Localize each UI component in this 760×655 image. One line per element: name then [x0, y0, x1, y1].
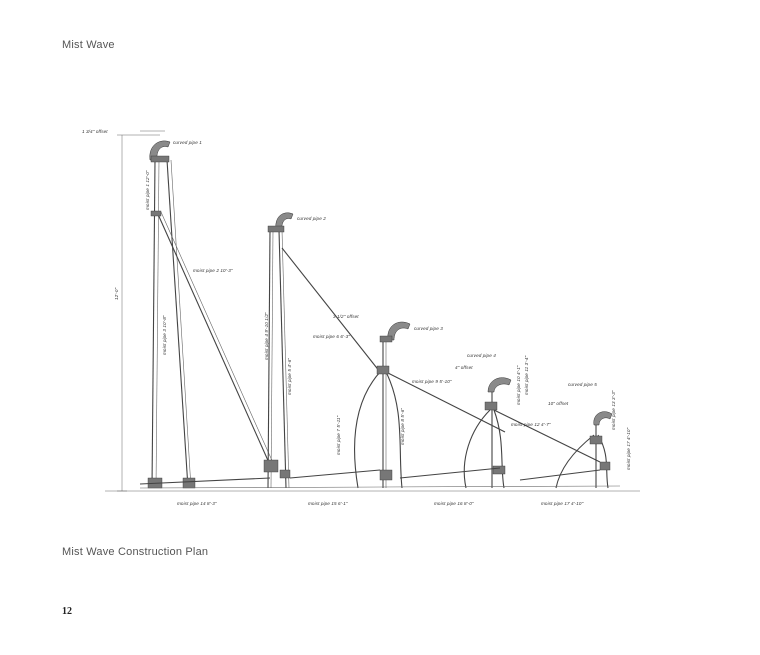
pipe-16-label: moist pipe 16 8'-0"	[434, 501, 474, 506]
curved-pipe-3-nozzle	[387, 321, 411, 341]
height-label: 12'-0"	[114, 287, 119, 300]
curved-pipe-1-label: curved pipe 1	[173, 140, 202, 145]
pipe-7-label: moist pipe 7 5'-11"	[336, 415, 341, 455]
tower-5	[555, 411, 613, 489]
page-header: Mist Wave	[62, 39, 115, 51]
base-pipes	[139, 467, 621, 489]
curved-pipe-4-nozzle	[487, 377, 512, 393]
pipe-11-label: moist pipe 11 3'-4"	[524, 355, 529, 395]
curved-pipe-1-nozzle	[149, 140, 171, 161]
pipe-6-label: moist pipe 6 6'-3"	[313, 334, 350, 339]
pipe-1-label: moist pipe 1 12'-0"	[145, 170, 150, 210]
tower-2	[263, 212, 381, 489]
offset-3-label: 3 1/2" offset	[333, 314, 359, 319]
tower-3	[353, 321, 506, 489]
pipe-4-label: moist pipe 4 9'-10 1/2"	[264, 312, 269, 360]
pipe-15-label: moist pipe 15 6'-1"	[308, 501, 348, 506]
pipe-8-label: moist pipe 8 5'-6"	[400, 408, 405, 445]
offset-top-label: 1 3/4" offset	[82, 129, 108, 134]
pipe-9-label: moist pipe 9 5'-10"	[412, 379, 452, 384]
pipe-12-label: moist pipe 12 4'-7"	[511, 422, 551, 427]
tower-4	[463, 377, 601, 489]
tower-1	[147, 140, 275, 489]
pipe-10-label: moist pipe 10 4'-1"	[516, 365, 521, 405]
offset-4-label: 4" offset	[455, 365, 473, 370]
offset-5-label: 10" offset	[548, 401, 569, 406]
pipe-3-label: moist pipe 3 10'-8"	[162, 315, 167, 355]
curved-pipe-5-label: curved pipe 5	[568, 382, 597, 387]
pipe-5-label: moist pipe 5 4'-6"	[287, 358, 292, 395]
curved-pipe-2-nozzle	[275, 212, 294, 231]
figure-caption: Mist Wave Construction Plan	[62, 546, 209, 558]
pipe-17-base-label: moist pipe 17 4'-10"	[541, 501, 584, 506]
curved-pipe-4-label: curved pipe 4	[467, 353, 496, 358]
pipe-13-label: moist pipe 13 3'-3"	[611, 390, 616, 430]
pipe-2-label: moist pipe 2 10'-3"	[193, 268, 233, 273]
curved-pipe-3-label: curved pipe 3	[414, 326, 443, 331]
curved-pipe-5-nozzle	[593, 411, 613, 426]
pipe-17-label: moist pipe 17 4'-10"	[626, 427, 631, 470]
page-number: 12	[62, 606, 72, 617]
pipe-14-label: moist pipe 14 8'-3"	[177, 501, 217, 506]
curved-pipe-2-label: curved pipe 2	[297, 216, 326, 221]
